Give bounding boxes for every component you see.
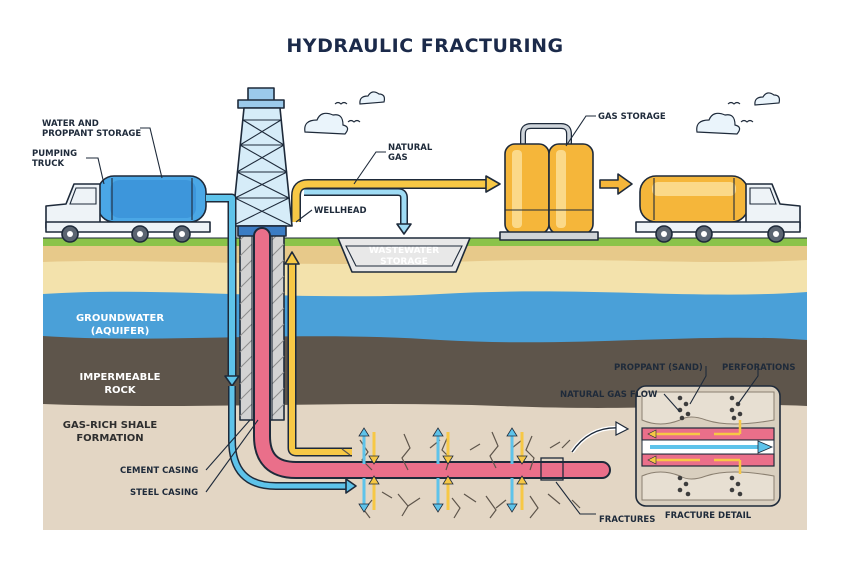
callout-arrow-icon: [615, 420, 630, 436]
label-cement-casing: CEMENT CASING: [120, 466, 198, 476]
labels: WATER AND PROPPANT STORAGE PUMPING TRUCK…: [32, 112, 796, 525]
pumping-truck: [45, 175, 211, 243]
down-arrow-icon: [396, 223, 412, 235]
label-steel-casing: STEEL CASING: [130, 488, 198, 498]
label-wastewater-1: WASTEWATER: [369, 246, 439, 256]
label-impermeable-2: ROCK: [104, 385, 137, 396]
wastewater-storage: [337, 237, 471, 273]
sky-decor: [304, 91, 781, 135]
label-gas-storage: GAS STORAGE: [598, 112, 666, 122]
label-natural-gas-2: GAS: [388, 153, 408, 163]
label-fracture-detail: FRACTURE DETAIL: [665, 511, 752, 521]
cloud-icon: [696, 112, 741, 135]
right-arrow-icon: [599, 173, 633, 195]
frac-arrow-pair: [358, 427, 380, 513]
leader-lines: [86, 115, 759, 515]
frac-arrow-pair: [432, 427, 454, 513]
fluid-injection-arrow: [228, 386, 357, 494]
fracture-detail-panel: [635, 385, 781, 507]
right-arrow-icon: [485, 175, 501, 193]
label-water-storage-2: PROPPANT STORAGE: [42, 129, 141, 139]
label-shale-2: FORMATION: [76, 433, 143, 444]
label-impermeable-1: IMPERMEABLE: [80, 372, 161, 383]
cloud-icon: [754, 92, 781, 106]
detail-callout-box: [540, 457, 564, 481]
label-shale-1: GAS-RICH SHALE: [63, 420, 158, 431]
gas-tanker-truck: [635, 175, 801, 243]
gas-storage-tanks: [499, 123, 599, 241]
proppant-grains: [677, 395, 743, 497]
label-pumping-truck-2: TRUCK: [32, 159, 64, 169]
diagram-title: HYDRAULIC FRACTURING: [286, 35, 563, 57]
label-pumping-truck-1: PUMPING: [32, 149, 77, 159]
drilling-derrick: [231, 87, 293, 227]
label-wellhead: WELLHEAD: [314, 206, 367, 216]
label-proppant-sand: PROPPANT (SAND): [614, 363, 703, 373]
water-injection-pipe: [206, 193, 240, 387]
horizontal-well: [253, 227, 611, 479]
label-groundwater-1: GROUNDWATER: [76, 313, 164, 324]
label-water-storage-1: WATER AND: [42, 119, 99, 129]
birds: [334, 101, 754, 123]
label-fractures: FRACTURES: [599, 515, 655, 525]
down-arrow-icon: [224, 375, 240, 387]
frac-arrow-pair: [506, 427, 528, 513]
label-wastewater-2: STORAGE: [380, 257, 428, 267]
gas-to-storage-pipe: [291, 175, 501, 235]
label-natural-gas-1: NATURAL: [388, 143, 433, 153]
label-groundwater-2: (AQUIFER): [91, 326, 150, 337]
up-arrow-icon: [284, 251, 300, 265]
gas-tank-left: [504, 143, 550, 235]
label-natural-gas-flow: NATURAL GAS FLOW: [560, 390, 658, 400]
cloud-icon: [359, 91, 386, 105]
right-arrow-icon: [757, 440, 774, 454]
fracture-zone: [341, 420, 630, 519]
frac-arrows: [358, 427, 528, 513]
gas-return-pipe: [284, 251, 352, 457]
right-arrow-icon: [345, 478, 357, 494]
gas-tank-right: [548, 143, 594, 235]
label-perforations: PERFORATIONS: [722, 363, 796, 373]
cloud-icon: [304, 112, 349, 135]
